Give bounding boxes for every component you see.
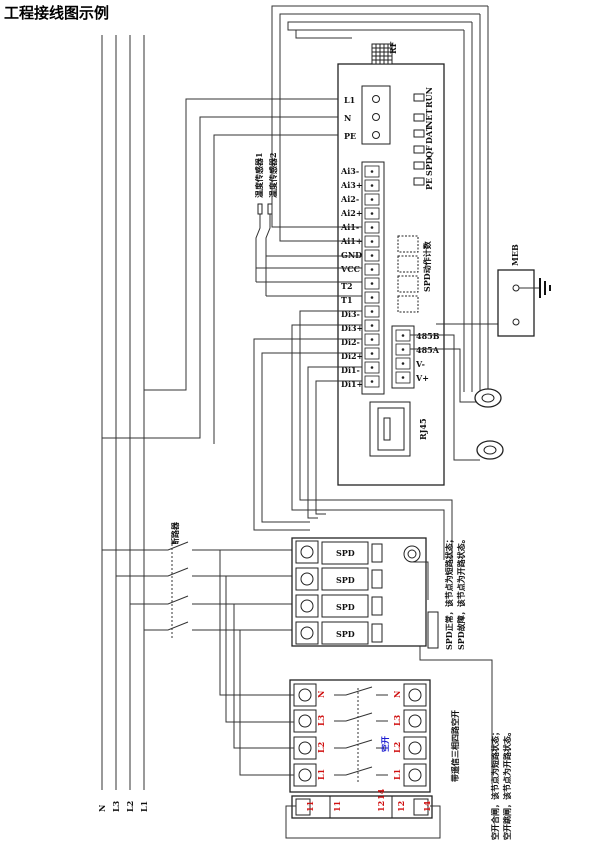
as-top-n: N (316, 691, 326, 698)
temperature-sensors: 温度传感器1 温度传感器2 (254, 152, 362, 297)
air-switch-note-2: 空开跳闸，该节点为开路状态。 (502, 728, 512, 840)
rj45-port: RJ45 (369, 401, 428, 457)
as-bottom-l1: L1 (392, 769, 402, 780)
as-bottom-l2: L2 (392, 742, 402, 753)
led-dat: DAT (424, 125, 434, 144)
io-ai3-minus: Ai3- (340, 166, 359, 176)
sensor-label-1: 温度传感器1 (254, 152, 264, 198)
spd-unit: SPD SPD SPD SPD SPD正常，该节点为短路状态； SPD故障，该节… (291, 535, 466, 650)
spd-module-2: SPD (336, 575, 355, 585)
as-top-l3: L3 (316, 714, 326, 726)
spd-note-2: SPD故障，该节点为开路状态。 (456, 535, 466, 650)
comm-485a: 485A (416, 345, 440, 355)
as-bottom-l3: L3 (392, 714, 402, 726)
bus-label-l3: L3 (111, 800, 121, 812)
air-switch-side-note: 带遥信三相四路空开 (450, 710, 460, 782)
led-net: NET (424, 109, 434, 128)
io-t1: T1 (341, 295, 353, 305)
aux-14-a: 14 (376, 788, 386, 800)
rf-antenna: RF (371, 41, 398, 65)
status-leds: RUN NET DAT QF SPD PE (413, 87, 434, 190)
io-ai2-plus: Ai2+ (340, 208, 363, 218)
aux-contact-block: 11 11 12 14 12 14 空开合闸，该节点为短路状态； 空开跳闸，该节… (291, 728, 512, 840)
spd-counter-display: SPD动作计数 (397, 235, 432, 313)
aux-14-b: 14 (422, 800, 432, 812)
bus-label-l2: L2 (125, 801, 135, 812)
aux-11-a: 11 (305, 801, 315, 812)
led-qf: QF (424, 145, 434, 158)
led-spd: SPD (424, 157, 434, 176)
circuit-breaker: 断路器 (102, 521, 296, 640)
air-switch-label: 空开 (380, 736, 390, 752)
aux-11-b: 11 (332, 801, 342, 812)
comm-v-plus: V+ (415, 373, 429, 383)
rf-label: RF (388, 41, 398, 54)
spd-note-1: SPD正常，该节点为短路状态； (444, 535, 455, 650)
power-terminal-pe: PE (344, 131, 356, 141)
spd-module-3: SPD (336, 602, 355, 612)
io-gnd: GND (341, 250, 362, 260)
aux-12-a: 12 (376, 801, 386, 812)
meb-box: MEB (497, 244, 551, 337)
spd-module-1: SPD (336, 548, 355, 558)
spd-counter-label: SPD动作计数 (422, 240, 432, 292)
power-terminal-l1: L1 (344, 95, 355, 105)
io-di1-plus: Di1+ (341, 379, 363, 389)
io-di2-minus: Di2- (341, 337, 360, 347)
led-run: RUN (424, 87, 434, 108)
led-pe: PE (424, 178, 434, 190)
spd-module-4: SPD (336, 629, 355, 639)
rj45-label: RJ45 (418, 418, 428, 440)
power-terminal-n: N (344, 113, 351, 123)
io-vcc: VCC (340, 264, 360, 274)
io-ai2-minus: Ai2- (340, 194, 359, 204)
io-di3-plus: Di3+ (341, 323, 363, 333)
aux-12-b: 12 (396, 801, 406, 812)
comm-terminals: 485B 485A V- V+ (391, 325, 440, 389)
device-wiring (102, 5, 498, 560)
current-transformer-rings (474, 388, 504, 460)
io-di3-minus: Di3- (341, 309, 360, 319)
air-switch-note-1: 空开合闸，该节点为短路状态； (490, 728, 501, 840)
io-di2-plus: Di2+ (341, 351, 363, 361)
io-ai3-plus: Ai3+ (340, 180, 363, 190)
sensor-label-2: 温度传感器2 (268, 152, 278, 198)
comm-485b: 485B (416, 331, 440, 341)
lower-wiring (219, 550, 493, 839)
comm-v-minus: V- (415, 359, 425, 369)
bus-label-n: N (97, 805, 107, 812)
as-top-l2: L2 (316, 742, 326, 753)
page-title: 工程接线图示例 (4, 4, 110, 22)
as-bottom-n: N (392, 691, 402, 698)
bus-lines: N L3 L2 L1 (97, 35, 149, 812)
air-switch: N L3 L2 L1 N L3 L2 L1 空开 带遥信三相四路空开 (289, 679, 460, 793)
io-di1-minus: Di1- (341, 365, 360, 375)
breaker-label: 断路器 (170, 521, 180, 546)
as-top-l1: L1 (316, 769, 326, 780)
main-device: RF L1 N PE RUN NET DAT QF SPD PE A (337, 41, 445, 486)
io-terminals: Ai3- Ai3+ Ai2- Ai2+ Ai1- Ai1+ GND VCC T2… (340, 165, 380, 389)
meb-label: MEB (510, 244, 520, 266)
io-t2: T2 (341, 281, 353, 291)
bus-label-l1: L1 (139, 801, 149, 812)
